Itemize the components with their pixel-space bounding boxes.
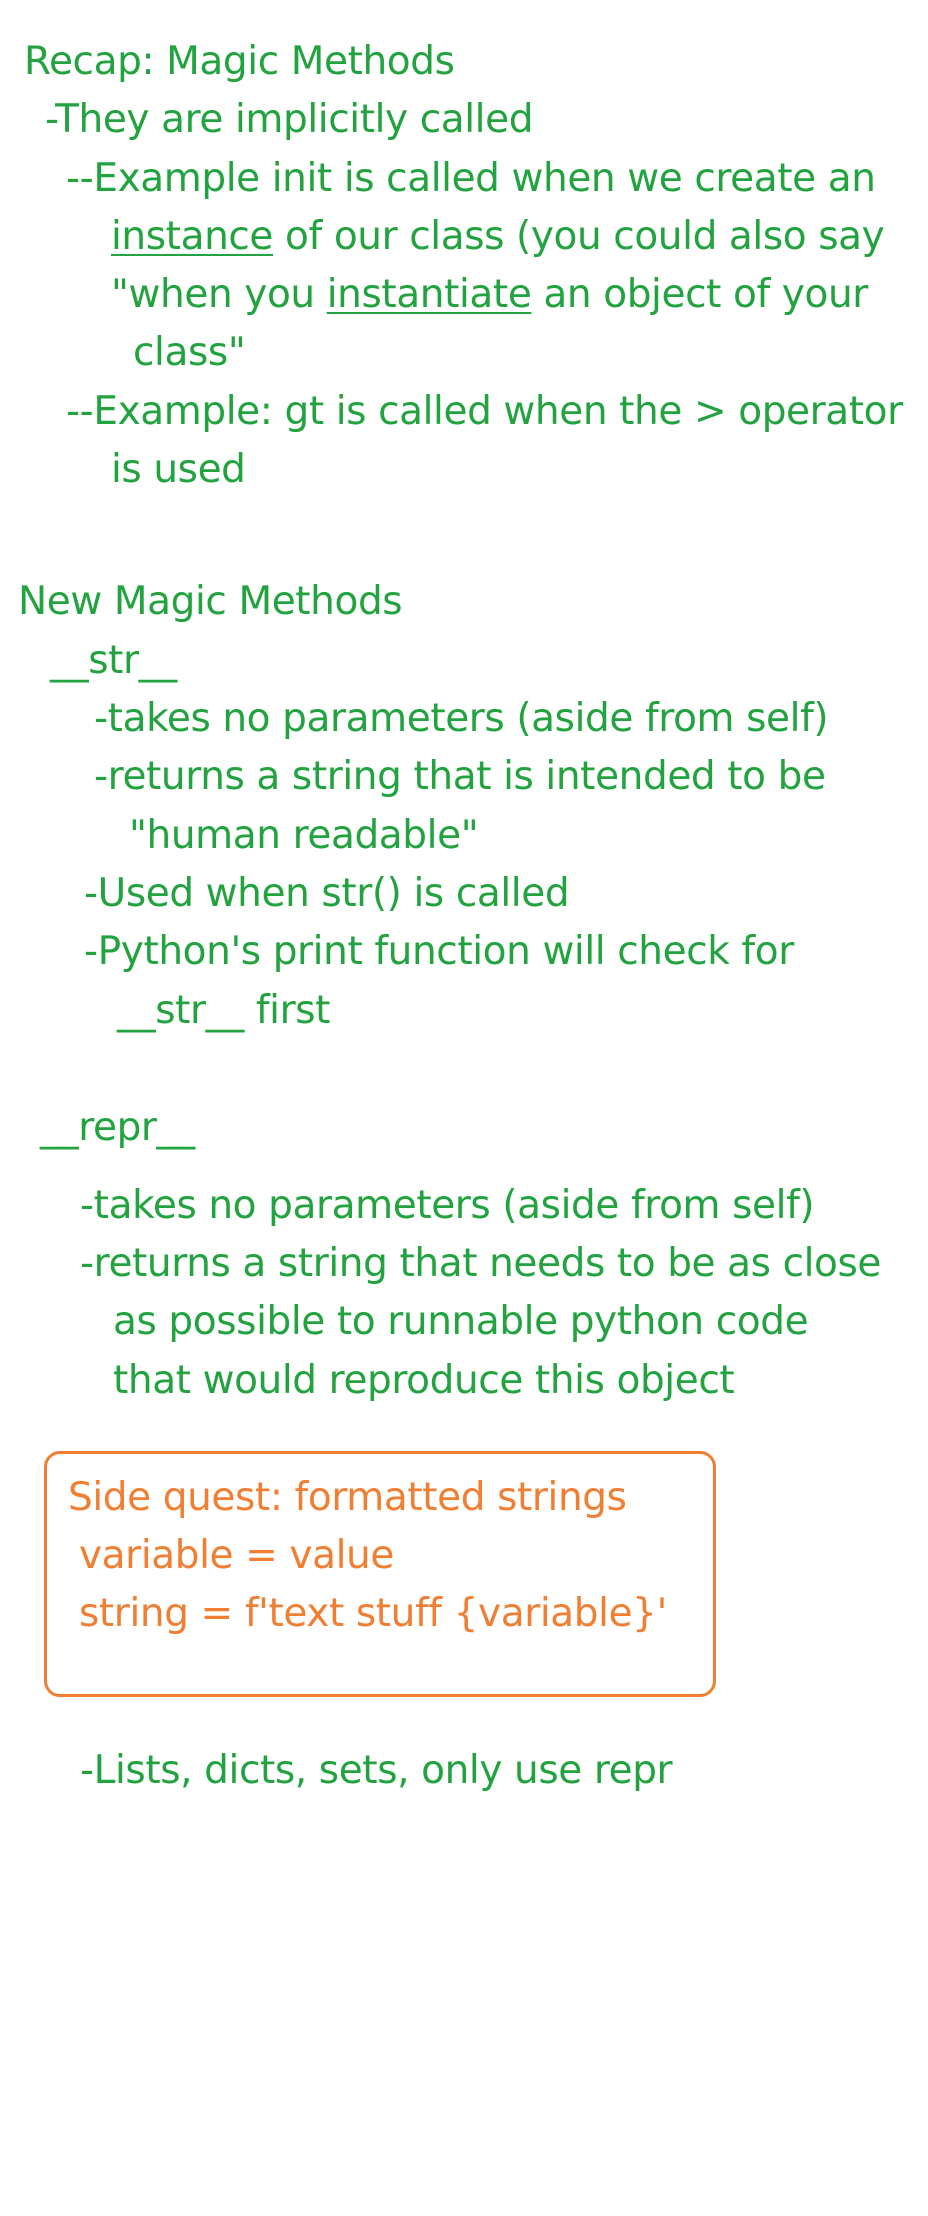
recap-example-init-line3-start: "when you xyxy=(111,272,327,317)
recap-example-init-line1: --Example init is called when we create … xyxy=(66,156,876,201)
recap-point-implicit: -They are implicitly called xyxy=(45,97,534,142)
str-point-params: -takes no parameters (aside from self) xyxy=(94,696,829,741)
new-methods-heading: New Magic Methods xyxy=(18,579,403,624)
repr-point-returns: -returns a string that needs to be as cl… xyxy=(80,1241,882,1286)
repr-point-params: -takes no parameters (aside from self) xyxy=(80,1183,815,1228)
recap-example-init-line4: class" xyxy=(133,330,246,375)
repr-method-name: __repr__ xyxy=(40,1105,195,1150)
str-point-str-first: __str__ first xyxy=(117,988,331,1033)
str-point-print-check: -Python's print function will check for xyxy=(84,929,794,974)
recap-example-init-line3: "when you instantiate an object of your xyxy=(111,271,868,319)
str-point-human-readable: "human readable" xyxy=(129,813,479,858)
side-quest-variable-line: variable = value xyxy=(79,1533,394,1578)
recap-example-init-line3-rest: an object of your xyxy=(531,272,868,317)
side-quest-title: Side quest: formatted strings xyxy=(68,1475,627,1520)
recap-example-init-line2: instance of our class (you could also sa… xyxy=(111,213,885,261)
recap-heading: Recap: Magic Methods xyxy=(24,39,455,84)
underlined-instantiate: instantiate xyxy=(326,272,532,317)
recap-example-gt-line2: is used xyxy=(111,447,246,492)
recap-example-init-line2-rest: of our class (you could also say xyxy=(273,214,885,259)
side-quest-fstring-line: string = f'text stuff {variable}' xyxy=(79,1591,667,1636)
side-quest-box: Side quest: formatted strings variable =… xyxy=(44,1451,716,1697)
str-method-name: __str__ xyxy=(50,638,177,683)
underlined-instance: instance xyxy=(111,214,274,259)
repr-point-runnable: as possible to runnable python code xyxy=(113,1299,809,1344)
lists-dicts-sets-note: -Lists, dicts, sets, only use repr xyxy=(80,1748,673,1793)
repr-point-reproduce: that would reproduce this object xyxy=(113,1358,735,1403)
str-point-used-when: -Used when str() is called xyxy=(84,871,570,916)
recap-example-gt-line1: --Example: gt is called when the > opera… xyxy=(66,389,903,434)
str-point-returns: -returns a string that is intended to be xyxy=(94,754,826,799)
